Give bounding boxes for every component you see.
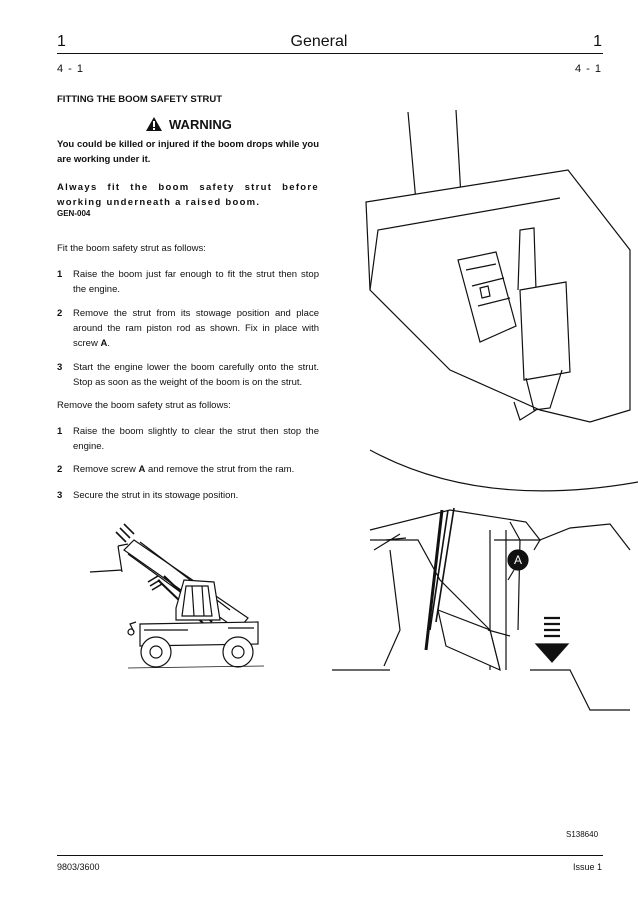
- step-text: Start the engine lower the boom carefull…: [73, 362, 319, 388]
- sub-page-left: 4 - 1: [57, 63, 85, 75]
- screw-label: A: [100, 338, 108, 349]
- figure-code: S138640: [566, 830, 599, 839]
- warning-code: GEN-004: [57, 209, 91, 218]
- step-number: 1: [57, 269, 63, 280]
- step-number: 2: [57, 464, 63, 475]
- boom-strut-detail-illustration: A: [332, 110, 638, 711]
- sub-page-right: 4 - 1: [574, 63, 602, 75]
- fit-step-1: 1 Raise the boom just far enough to fit …: [57, 267, 319, 297]
- step-text: Remove screw A and remove the strut from…: [73, 464, 295, 475]
- footer-doc-number: 9803/3600: [57, 862, 100, 872]
- footer-issue: Issue 1: [572, 862, 602, 872]
- warning-text-2: Always fit the boom safety strut before …: [57, 182, 319, 208]
- fit-step-2: 2 Remove the strut from its stowage posi…: [57, 306, 319, 351]
- warning-triangle-icon: [146, 117, 162, 131]
- callout-a-label: A: [514, 553, 522, 567]
- step-text: Raise the boom slightly to clear the str…: [73, 426, 319, 452]
- step-text: Raise the boom just far enough to fit th…: [73, 269, 319, 295]
- remove-step-2: 2 Remove screw A and remove the strut fr…: [57, 462, 319, 477]
- warning-label: WARNING: [169, 116, 232, 132]
- step-number: 2: [57, 308, 63, 319]
- page-title: General: [290, 33, 348, 50]
- header-page-number-right: 1: [593, 33, 602, 50]
- remove-step-1: 1 Raise the boom slightly to clear the s…: [57, 424, 319, 454]
- screw-label: A: [138, 464, 146, 475]
- remove-step-3: 3 Secure the strut in its stowage positi…: [57, 488, 319, 503]
- step-text: Secure the strut in its stowage position…: [73, 490, 239, 501]
- step-number: 1: [57, 426, 63, 437]
- header-page-number-left: 1: [57, 33, 66, 50]
- fit-step-3: 3 Start the engine lower the boom carefu…: [57, 360, 319, 390]
- warning-heading: WARNING: [145, 116, 232, 132]
- footer-rule: [57, 855, 603, 856]
- section-title: FITTING THE BOOM SAFETY STRUT: [57, 94, 223, 105]
- remove-intro: Remove the boom safety strut as follows:: [57, 400, 231, 411]
- telehandler-illustration: [89, 523, 265, 669]
- header-rule: [57, 53, 603, 54]
- fit-intro: Fit the boom safety strut as follows:: [57, 243, 206, 254]
- step-number: 3: [57, 362, 63, 373]
- warning-text-1: You could be killed or injured if the bo…: [57, 139, 319, 165]
- step-text: Remove the strut from its stowage positi…: [73, 308, 319, 349]
- step-number: 3: [57, 490, 63, 501]
